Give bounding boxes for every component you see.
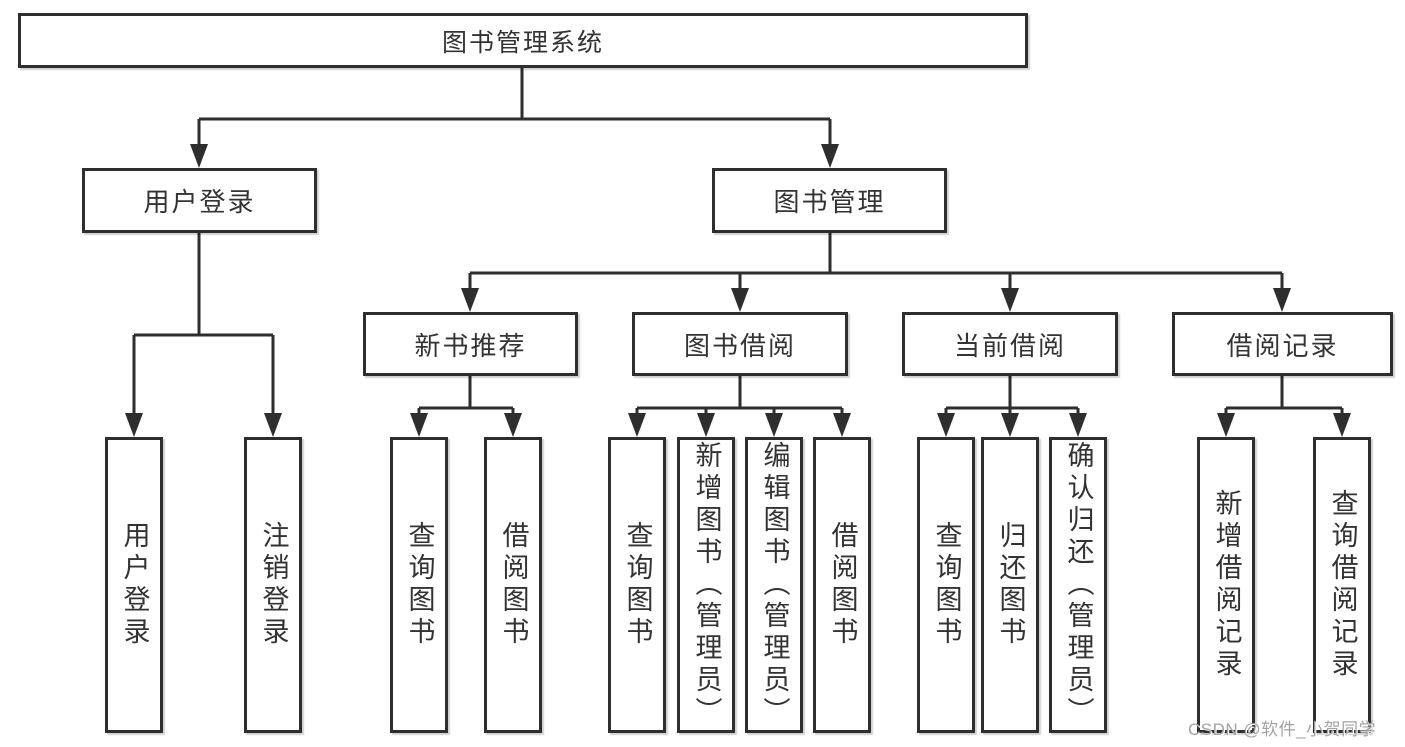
leaf-query-books-borrow: 查询图书	[608, 437, 666, 733]
leaf-label: 注销登录	[258, 521, 289, 649]
leaf-label: 查询图书	[404, 521, 435, 649]
arrow-down-icon	[697, 413, 715, 437]
leaf-label: 新增图书（管理员）	[691, 441, 722, 729]
leaf-query-borrow-record: 查询借阅记录	[1313, 437, 1371, 733]
arrow-down-icon	[1273, 288, 1291, 312]
leaf-borrow-books: 借阅图书	[813, 437, 871, 733]
node-current-borrowing: 当前借阅	[902, 312, 1118, 376]
leaf-label: 用户登录	[119, 521, 150, 649]
arrow-down-icon	[1069, 413, 1087, 437]
arrow-down-icon	[264, 413, 282, 437]
leaf-label: 查询图书	[622, 521, 653, 649]
arrow-down-icon	[833, 413, 851, 437]
node-book-borrowing: 图书借阅	[632, 312, 848, 376]
csdn-watermark: CSDN @软件_小贺同学	[1188, 720, 1377, 739]
arrow-down-icon	[504, 413, 522, 437]
arrow-down-icon	[731, 288, 749, 312]
arrow-down-icon	[190, 144, 208, 168]
leaf-user-login: 用户登录	[105, 437, 163, 733]
node-user-login-module: 用户登录	[82, 168, 317, 233]
leaf-label: 借阅图书	[498, 521, 529, 649]
leaf-query-books-current: 查询图书	[917, 437, 975, 733]
node-root-library-system: 图书管理系统	[18, 13, 1028, 68]
arrow-down-icon	[410, 413, 428, 437]
arrow-down-icon	[125, 413, 143, 437]
leaf-query-books-recommend: 查询图书	[390, 437, 448, 733]
arrow-down-icon	[765, 413, 783, 437]
leaf-label: 新增借阅记录	[1211, 489, 1242, 681]
leaf-label: 归还图书	[995, 521, 1026, 649]
arrow-down-icon	[1217, 413, 1235, 437]
leaf-return-books: 归还图书	[981, 437, 1039, 733]
arrowheads	[125, 144, 1351, 437]
node-book-management: 图书管理	[712, 168, 947, 233]
leaf-edit-book-admin: 编辑图书（管理员）	[745, 437, 803, 733]
arrow-down-icon	[1001, 288, 1019, 312]
arrow-down-icon	[1001, 413, 1019, 437]
arrow-down-icon	[628, 413, 646, 437]
connector-path	[132, 68, 1344, 417]
leaf-label: 查询借阅记录	[1327, 489, 1358, 681]
arrow-down-icon	[937, 413, 955, 437]
leaf-label: 编辑图书（管理员）	[759, 441, 790, 729]
leaf-label: 确认归还（管理员）	[1063, 441, 1094, 729]
leaf-logout: 注销登录	[244, 437, 302, 733]
leaf-add-borrow-record: 新增借阅记录	[1197, 437, 1255, 733]
leaf-add-book-admin: 新增图书（管理员）	[677, 437, 735, 733]
arrow-down-icon	[461, 288, 479, 312]
arrow-down-icon	[821, 144, 839, 168]
node-borrow-records: 借阅记录	[1172, 312, 1393, 376]
arrow-down-icon	[1333, 413, 1351, 437]
leaf-borrow-books-recommend: 借阅图书	[484, 437, 542, 733]
leaf-label: 借阅图书	[827, 521, 858, 649]
leaf-label: 查询图书	[931, 521, 962, 649]
node-new-book-recommendation: 新书推荐	[363, 312, 578, 376]
leaf-confirm-return-admin: 确认归还（管理员）	[1049, 437, 1107, 733]
